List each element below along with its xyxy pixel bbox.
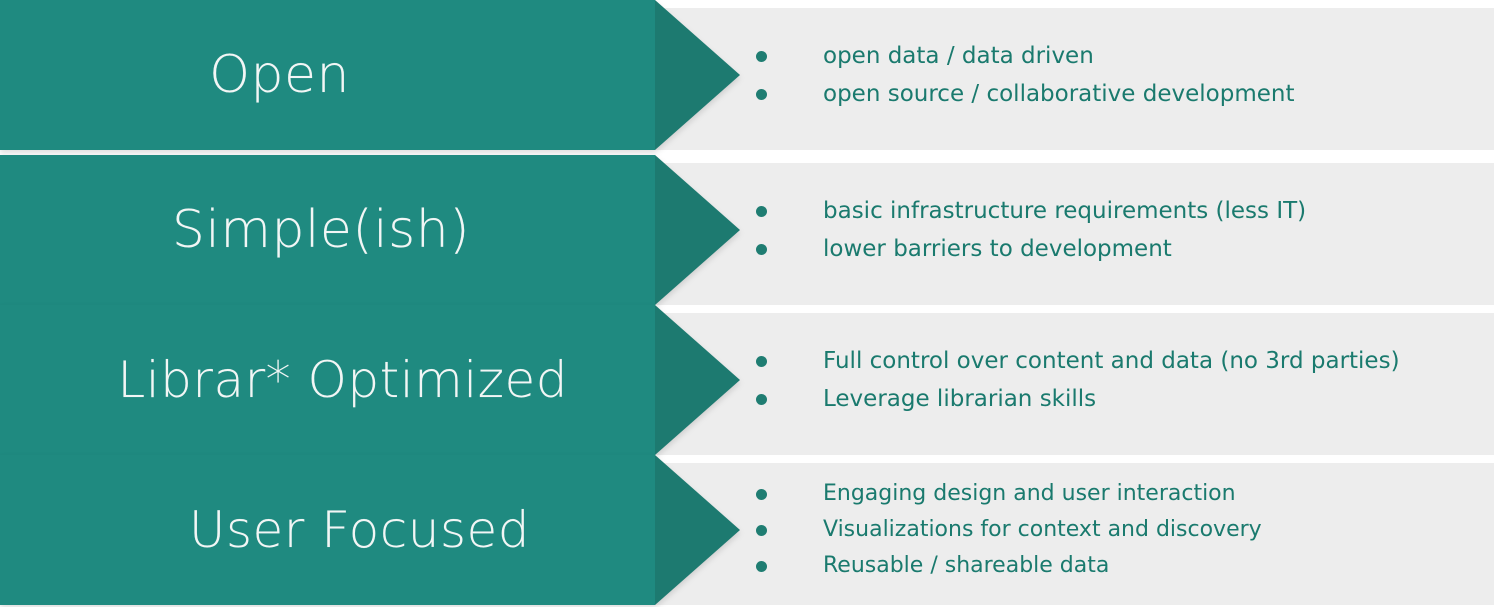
row-label: Open — [209, 45, 350, 105]
bullet-dot-icon — [756, 50, 767, 62]
arrow-shape — [0, 155, 740, 305]
list-item: basic infrastructure requirements (less … — [756, 196, 1306, 226]
arrow-head-icon — [655, 0, 740, 150]
list-item: Reusable / shareable data — [756, 551, 1262, 581]
arrow-head-icon — [655, 305, 740, 455]
arrow-body — [0, 305, 655, 455]
diagram-row-librar-optimized: Librar* Optimized Full control over cont… — [0, 305, 1503, 455]
diagram-row-simple: Simple(ish) basic infrastructure require… — [0, 155, 1503, 305]
arrow-head-icon — [655, 455, 740, 605]
bullet-text: Full control over content and data (no 3… — [823, 348, 1400, 374]
diagram-row-open: Open open data / data driven open source… — [0, 0, 1503, 150]
bullet-text: basic infrastructure requirements (less … — [823, 198, 1307, 224]
arrow-body — [0, 0, 655, 150]
bullet-text: Reusable / shareable data — [823, 553, 1110, 578]
bullet-list: Engaging design and user interaction Vis… — [756, 455, 1262, 605]
bullet-dot-icon — [756, 355, 767, 367]
list-item: open source / collaborative development — [756, 79, 1294, 109]
bullet-panel — [648, 8, 1494, 150]
arrow-body — [0, 455, 655, 605]
list-item: Visualizations for context and discovery — [756, 515, 1262, 545]
bullet-text: open data / data driven — [823, 43, 1094, 69]
bullet-text: Visualizations for context and discovery — [823, 517, 1262, 542]
list-item: lower barriers to development — [756, 234, 1306, 264]
bullet-dot-icon — [756, 205, 767, 217]
bullet-panel — [648, 163, 1494, 305]
row-label: Librar* Optimized — [117, 351, 568, 409]
list-item: Leverage librarian skills — [756, 384, 1400, 414]
bullet-list: basic infrastructure requirements (less … — [756, 155, 1306, 305]
bullet-dot-icon — [756, 243, 767, 255]
arrow-body — [0, 155, 655, 305]
arrow-shape — [0, 305, 740, 455]
bullet-list: Full control over content and data (no 3… — [756, 305, 1400, 455]
bullet-dot-icon — [756, 524, 767, 536]
list-item: Full control over content and data (no 3… — [756, 346, 1400, 376]
diagram-row-user-focused: User Focused Engaging design and user in… — [0, 455, 1503, 605]
bullet-dot-icon — [756, 560, 767, 572]
bullet-text: Leverage librarian skills — [823, 386, 1097, 412]
bullet-panel — [648, 463, 1494, 605]
list-item: Engaging design and user interaction — [756, 479, 1262, 509]
bullet-dot-icon — [756, 393, 767, 405]
bullet-text: lower barriers to development — [823, 236, 1172, 262]
bullet-text: open source / collaborative development — [823, 81, 1295, 107]
bullet-list: open data / data driven open source / co… — [756, 0, 1294, 150]
bullet-dot-icon — [756, 88, 767, 100]
bullet-panel — [648, 313, 1494, 455]
arrow-shape — [0, 0, 740, 150]
arrow-shape — [0, 455, 740, 605]
list-item: open data / data driven — [756, 41, 1294, 71]
bullet-dot-icon — [756, 488, 767, 500]
row-label: User Focused — [188, 501, 530, 559]
row-label: Simple(ish) — [171, 200, 470, 260]
bullet-text: Engaging design and user interaction — [823, 481, 1236, 506]
arrow-head-icon — [655, 155, 740, 305]
